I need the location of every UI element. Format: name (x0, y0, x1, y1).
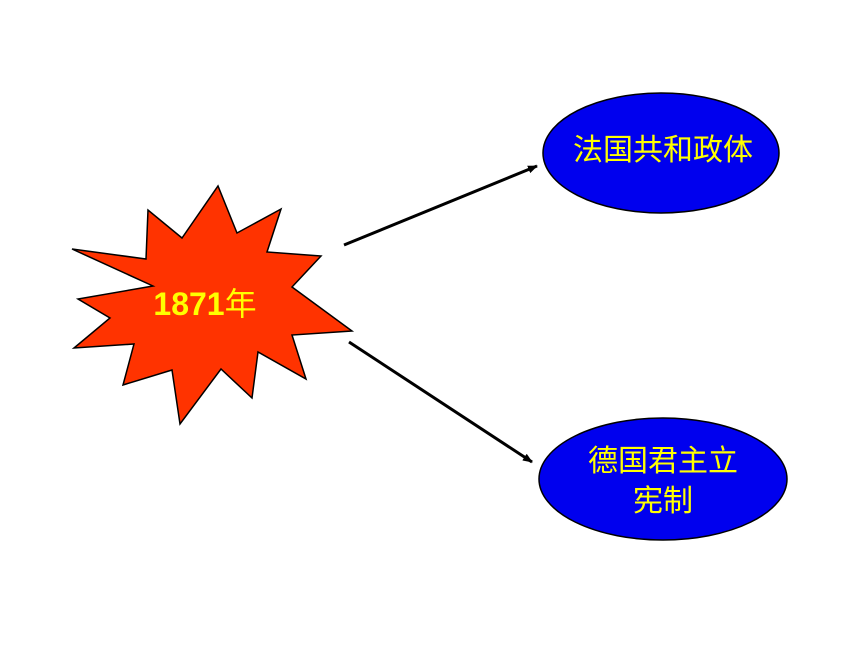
france-node-ellipse (542, 92, 780, 214)
germany-node-ellipse (538, 417, 788, 541)
germany-label-line-2: 宪制 (633, 484, 693, 519)
year-number: 1871 (153, 286, 225, 322)
year-label: 1871年 (105, 282, 305, 326)
arrow-to-france (343, 164, 538, 247)
germany-node-label: 德国君主立 宪制 (548, 442, 778, 526)
explosion-burst-shape (71, 184, 355, 426)
germany-label-line-1: 德国君主立 (588, 444, 738, 479)
arrow-to-germany (348, 340, 533, 464)
year-suffix: 年 (224, 285, 257, 323)
france-node-label: 法国共和政体 (573, 133, 753, 168)
